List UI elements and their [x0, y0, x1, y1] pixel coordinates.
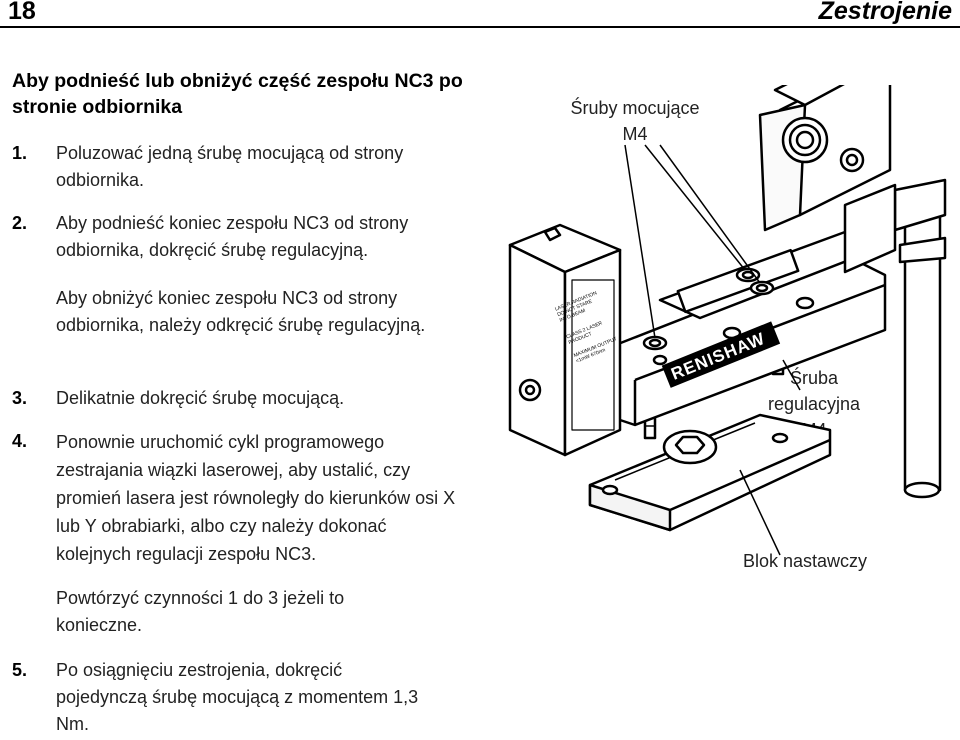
step-1-number: 1. [12, 143, 28, 163]
step-5-number: 5. [12, 660, 28, 680]
step-2-extra: Aby obniżyć koniec zespołu NC3 od strony… [56, 288, 426, 335]
step-4-number: 4. [12, 431, 28, 451]
page-header: 18 Zestrojenie [0, 0, 960, 28]
adjusting-screw-label: Śruba regulacyjna M4 [767, 368, 861, 440]
pillar [893, 178, 947, 499]
mounting-screws-graphic [642, 267, 775, 351]
transmitter-box [508, 223, 622, 457]
setting-block [588, 413, 832, 532]
nc3-assembly-illustration: RENISHAW LASER RADIATION DO NOT STARE IN… [508, 85, 947, 556]
step-2-text: Aby podnieść koniec zespołu NC3 od stron… [56, 213, 409, 260]
section-title: Aby podnieść lub obniżyć część zespołu N… [12, 70, 463, 118]
step-5-text: Po osiągnięciu zestrojenia, dokręcić poj… [56, 660, 419, 734]
step-3-number: 3. [12, 388, 28, 408]
step-1-text: Poluzować jedną śrubę mocującą od strony… [56, 143, 404, 190]
mounting-screws-label: Śruby mocujące M4 [570, 98, 700, 144]
chapter-title: Zestrojenie [818, 0, 952, 25]
step-2-number: 2. [12, 213, 28, 233]
step-4-text: Ponownie uruchomić cykl programowego zes… [56, 432, 456, 564]
receiver-head [758, 85, 897, 274]
page-number: 18 [8, 0, 36, 25]
setting-block-label: Blok nastawczy [742, 551, 868, 571]
step-4-extra: Powtórzyć czynności 1 do 3 jeżeli to kon… [56, 588, 345, 635]
step-3-text: Delikatnie dokręcić śrubę mocującą. [56, 388, 345, 408]
